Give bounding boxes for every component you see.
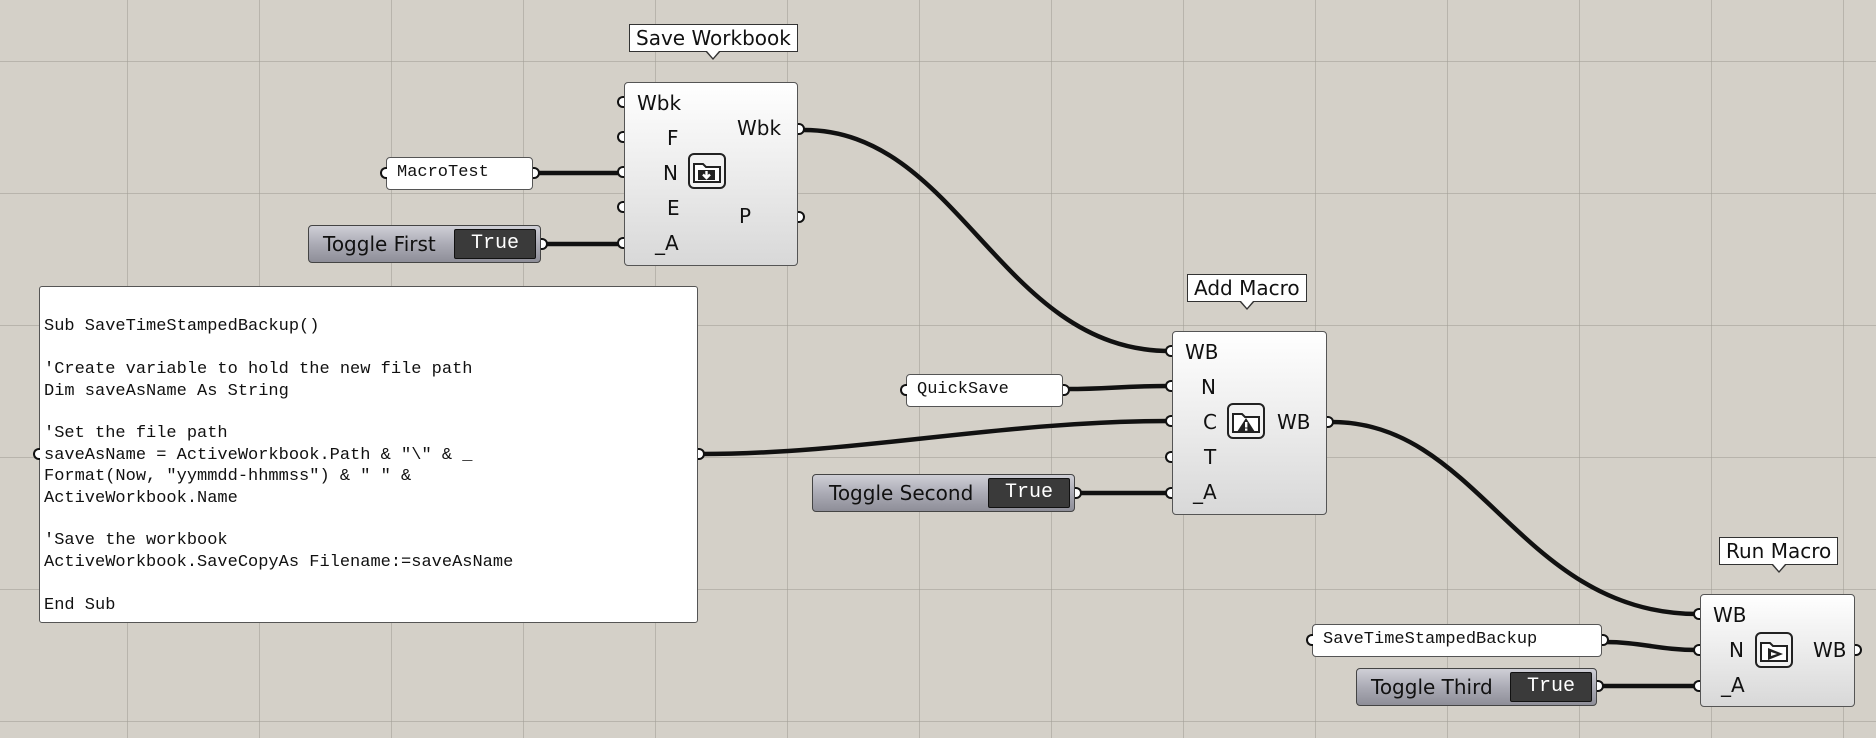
input-pin[interactable] bbox=[1693, 680, 1700, 692]
input-pin[interactable] bbox=[617, 237, 624, 249]
add-macro-component[interactable]: WB N C T _A WB bbox=[1172, 331, 1327, 515]
toggle-third-label: Toggle Third bbox=[1371, 675, 1493, 699]
output-pin[interactable] bbox=[698, 448, 705, 460]
code-line: 'Set the file path bbox=[44, 424, 228, 444]
run-macro-title: Run Macro bbox=[1719, 537, 1839, 573]
input-port-label: N bbox=[1201, 375, 1216, 399]
input-pin[interactable] bbox=[33, 448, 40, 460]
toggle-third[interactable]: Toggle Third True bbox=[1356, 668, 1597, 706]
code-line: Dim saveAsName As String bbox=[44, 381, 289, 401]
toggle-first[interactable]: Toggle First True bbox=[308, 225, 541, 263]
code-line: saveAsName = ActiveWorkbook.Path & "\" &… bbox=[44, 445, 473, 465]
output-pin[interactable] bbox=[1327, 416, 1334, 428]
output-pin[interactable] bbox=[1063, 384, 1070, 396]
save-workbook-title: Save Workbook bbox=[629, 24, 798, 60]
input-pin[interactable] bbox=[1693, 608, 1700, 620]
toggle-first-label: Toggle First bbox=[323, 232, 436, 256]
add-macro-title: Add Macro bbox=[1187, 274, 1307, 310]
output-pin[interactable] bbox=[533, 167, 540, 179]
run-macro-component[interactable]: WB N _A WB bbox=[1700, 594, 1855, 707]
code-line: ActiveWorkbook.Name bbox=[44, 488, 238, 508]
output-pin[interactable] bbox=[1597, 680, 1604, 692]
output-pin[interactable] bbox=[798, 123, 805, 135]
input-pin[interactable] bbox=[380, 167, 387, 179]
input-port-label: _A bbox=[1193, 480, 1217, 504]
panel-backup-name[interactable]: SaveTimeStampedBackup bbox=[1312, 624, 1602, 657]
wire-quicksave-to-n bbox=[1064, 383, 1173, 392]
input-pin[interactable] bbox=[617, 201, 624, 213]
input-port-label: E bbox=[667, 196, 680, 220]
input-port-label: WB bbox=[1185, 340, 1219, 364]
code-line: End Sub bbox=[44, 595, 116, 615]
input-port-label: F bbox=[667, 126, 679, 150]
output-pin[interactable] bbox=[1602, 634, 1609, 646]
save-folder-icon bbox=[688, 153, 726, 189]
toggle-third-value[interactable]: True bbox=[1510, 672, 1592, 702]
input-pin[interactable] bbox=[1693, 644, 1700, 656]
play-folder-icon bbox=[1755, 632, 1793, 668]
input-pin[interactable] bbox=[900, 384, 907, 396]
output-port-label: Wbk bbox=[737, 116, 782, 140]
input-port-label: Wbk bbox=[637, 91, 682, 115]
input-pin[interactable] bbox=[1306, 634, 1313, 646]
input-pin[interactable] bbox=[1165, 415, 1172, 427]
input-pin[interactable] bbox=[617, 96, 624, 108]
warning-folder-icon bbox=[1227, 403, 1265, 439]
panel-quick-save[interactable]: QuickSave bbox=[906, 374, 1063, 407]
input-port-label: _A bbox=[1721, 673, 1745, 697]
input-port-label: N bbox=[663, 161, 678, 185]
code-line: 'Create variable to hold the new file pa… bbox=[44, 360, 473, 380]
output-port-label: P bbox=[739, 204, 752, 228]
output-pin[interactable] bbox=[1075, 487, 1082, 499]
save-workbook-component[interactable]: Wbk F N E _A Wbk P bbox=[624, 82, 798, 266]
toggle-second-value[interactable]: True bbox=[988, 478, 1070, 508]
code-line: 'Save the workbook bbox=[44, 531, 228, 551]
wire-backup-to-n bbox=[1602, 639, 1701, 653]
code-panel-vba[interactable]: Sub SaveTimeStampedBackup()​'Create vari… bbox=[39, 286, 698, 623]
input-pin[interactable] bbox=[1165, 345, 1172, 357]
code-line: ​ bbox=[44, 509, 693, 530]
input-pin[interactable] bbox=[1165, 487, 1172, 499]
wire-code-to-c bbox=[698, 418, 1173, 457]
panel-macro-test[interactable]: MacroTest bbox=[386, 157, 533, 190]
input-port-label: C bbox=[1203, 410, 1217, 434]
code-line: ​ bbox=[44, 338, 693, 359]
toggle-first-value[interactable]: True bbox=[454, 229, 536, 259]
wire-add-wb-to-run-wb bbox=[1329, 419, 1701, 617]
input-port-label: T bbox=[1204, 445, 1217, 469]
code-line: Sub SaveTimeStampedBackup() bbox=[44, 317, 320, 337]
output-pin[interactable] bbox=[798, 211, 805, 223]
wire-wbk-to-add-wb bbox=[801, 127, 1173, 354]
code-line: ActiveWorkbook.SaveCopyAs Filename:=save… bbox=[44, 552, 514, 572]
input-port-label: WB bbox=[1713, 603, 1747, 627]
input-port-label: N bbox=[1729, 638, 1744, 662]
code-line: ​ bbox=[44, 402, 693, 423]
input-pin[interactable] bbox=[1165, 451, 1172, 463]
input-pin[interactable] bbox=[617, 131, 624, 143]
toggle-second[interactable]: Toggle Second True bbox=[812, 474, 1075, 512]
output-pin[interactable] bbox=[541, 238, 548, 250]
input-port-label: _A bbox=[655, 231, 679, 255]
output-pin[interactable] bbox=[1855, 644, 1862, 656]
output-port-label: WB bbox=[1277, 410, 1311, 434]
toggle-second-label: Toggle Second bbox=[829, 481, 974, 505]
input-pin[interactable] bbox=[617, 166, 624, 178]
output-port-label: WB bbox=[1813, 638, 1847, 662]
code-line: Format(Now, "yymmdd-hhmmss") & " " & bbox=[44, 467, 412, 487]
code-line: ​ bbox=[44, 573, 693, 594]
input-pin[interactable] bbox=[1165, 380, 1172, 392]
